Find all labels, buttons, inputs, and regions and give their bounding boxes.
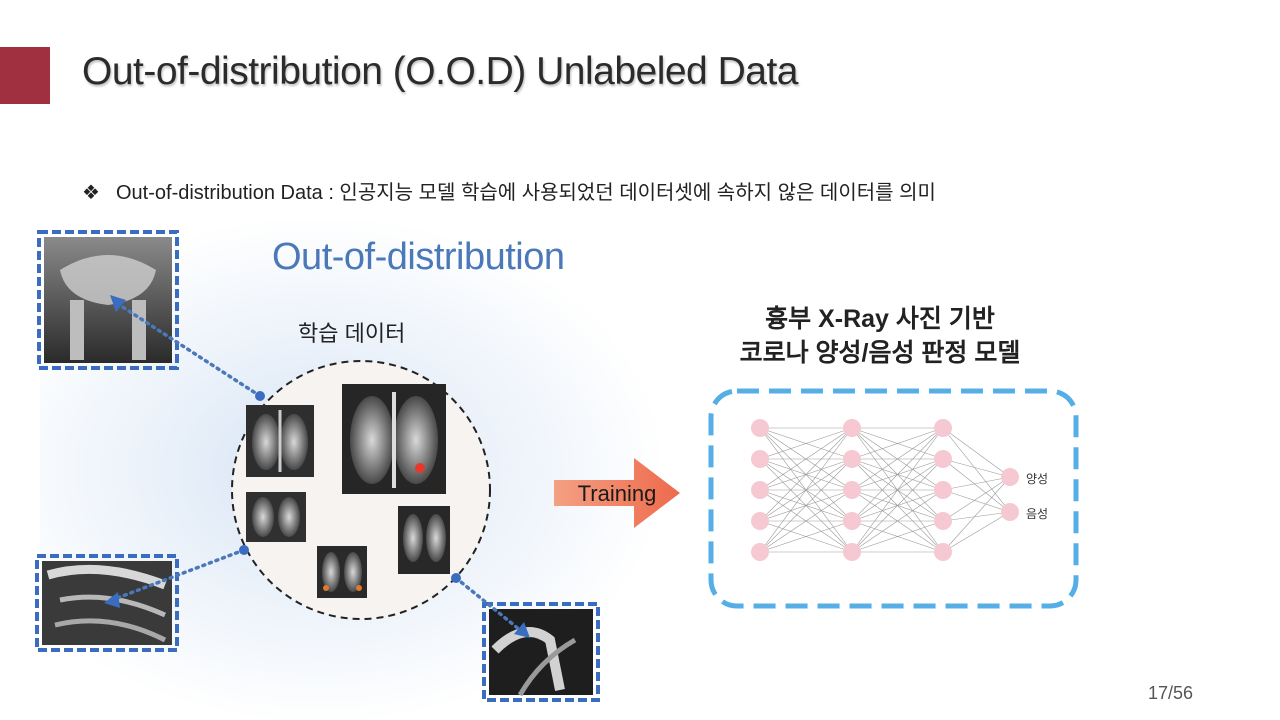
nn-node [934, 481, 952, 499]
nn-edge [851, 489, 944, 553]
nn-edge [759, 489, 853, 553]
definition-text: Out-of-distribution Data : 인공지능 모델 학습에 사… [116, 182, 936, 204]
nn-edge [851, 458, 944, 553]
nn-edge [942, 427, 1011, 513]
training-data-label: 학습 데이터 [298, 321, 406, 346]
nn-edge [851, 427, 944, 491]
nn-edge [942, 476, 1011, 522]
connector-arrowhead-3 [514, 622, 530, 638]
page-number: 17/56 [1148, 683, 1194, 703]
nn-node [934, 450, 952, 468]
ood-heading: Out-of-distribution [272, 236, 565, 278]
output-label-positive: 양성 [1026, 472, 1048, 486]
nn-edge [759, 427, 853, 522]
nn-node [843, 450, 861, 468]
nn-edge [942, 458, 1011, 478]
nn-node [934, 419, 952, 437]
diamond-bullet-icon: ❖ [82, 182, 100, 204]
output-label-negative: 음성 [1026, 507, 1048, 521]
chest-xray-2 [342, 384, 446, 494]
nn-nodes [751, 419, 1019, 561]
chest-xray-5 [398, 506, 450, 574]
nn-edge [759, 458, 853, 553]
nn-edge [851, 427, 944, 553]
nn-node [843, 419, 861, 437]
model-title: 흉부 X-Ray 사진 기반 코로나 양성/음성 판정 모델 [730, 302, 1030, 370]
nn-node [751, 481, 769, 499]
chest-xray-3 [246, 492, 306, 542]
nn-edge [942, 511, 1011, 553]
ood-shoulder-xray-right [482, 602, 600, 702]
model-title-line2: 코로나 양성/음성 판정 모델 [739, 339, 1021, 367]
definition-bullet: ❖ Out-of-distribution Data : 인공지능 모델 학습에 … [82, 176, 936, 205]
lesion-marker [415, 463, 425, 473]
connector-dot-1 [255, 391, 265, 401]
nn-edges [759, 427, 1011, 553]
nn-node [751, 419, 769, 437]
nn-node [751, 512, 769, 530]
connector-arrowhead-2 [104, 592, 120, 608]
slide-title: Out-of-distribution (O.O.D) Unlabeled Da… [82, 50, 798, 93]
nn-node [843, 481, 861, 499]
nn-node [934, 512, 952, 530]
connector-dot-3 [451, 573, 461, 583]
model-title-line1: 흉부 X-Ray 사진 기반 [765, 305, 995, 333]
nn-edge [851, 520, 944, 553]
chest-xray-4 [317, 546, 367, 598]
nn-output-node [1001, 503, 1019, 521]
nn-edge [942, 476, 1011, 491]
nn-edge [759, 427, 853, 491]
nn-edge [942, 511, 1011, 522]
nn-node [751, 450, 769, 468]
nn-node [843, 543, 861, 561]
nn-edge [851, 427, 944, 522]
nn-node [843, 512, 861, 530]
title-accent-block [0, 47, 50, 104]
nn-edge [942, 489, 1011, 513]
nn-edge [942, 476, 1011, 553]
nn-node [751, 543, 769, 561]
nn-edge [851, 427, 944, 460]
nn-output-node [1001, 468, 1019, 486]
connector-dot-2 [239, 545, 249, 555]
ood-pelvis-xray [37, 230, 179, 370]
nn-node [934, 543, 952, 561]
training-arrow [554, 458, 680, 528]
connector-arrowhead-1 [110, 295, 126, 312]
ood-connectors [110, 302, 522, 632]
chest-xray-1 [246, 405, 314, 477]
nn-edge [942, 458, 1011, 513]
nn-edge [759, 427, 853, 460]
training-arrow-label: Training [578, 481, 657, 506]
model-box [708, 388, 1079, 609]
nn-edge [942, 427, 1011, 478]
nn-edge [759, 427, 853, 553]
nn-edge [759, 520, 853, 553]
